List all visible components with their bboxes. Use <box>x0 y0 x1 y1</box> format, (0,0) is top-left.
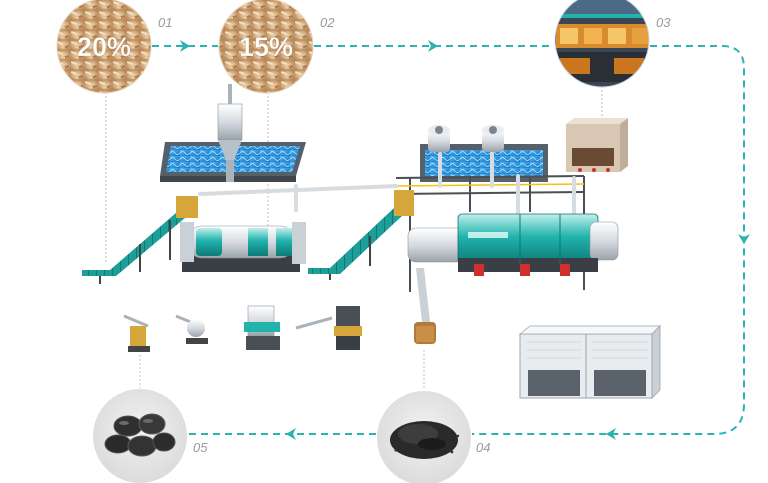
flow-arrowhead <box>180 40 190 52</box>
wood-chips-photo <box>57 0 151 93</box>
briquette-line <box>123 305 362 352</box>
furnace-interior-photo <box>555 0 649 87</box>
discharge-conveyor <box>414 268 436 344</box>
flow-arrows <box>152 40 750 440</box>
step-03-number: 03 <box>656 15 671 30</box>
flow-arrowhead <box>428 40 438 52</box>
feeding-conveyor <box>82 196 198 284</box>
plant-illustration <box>82 84 661 399</box>
flow-arrowhead <box>606 428 616 440</box>
feeding-conveyor <box>308 190 414 280</box>
container-house <box>518 325 661 399</box>
step-05: 05 <box>93 389 208 483</box>
charcoal-powder-photo <box>390 421 460 459</box>
step-01: 20% 01 <box>56 0 172 94</box>
charcoal-briquettes-photo <box>104 413 176 457</box>
step-02-number: 02 <box>320 15 335 30</box>
step-01-number: 01 <box>158 15 172 30</box>
pipes <box>198 152 576 216</box>
step-04: 04 <box>377 391 490 483</box>
control-cabinet <box>566 118 628 172</box>
step-05-number: 05 <box>193 440 208 455</box>
step-01-label: 20% <box>77 32 131 62</box>
step-04-number: 04 <box>476 440 490 455</box>
carbonization-furnace <box>407 213 619 276</box>
flow-arrowhead <box>286 428 296 440</box>
condenser <box>420 125 548 182</box>
step-02: 15% 02 <box>218 0 335 94</box>
cyclone-separator <box>217 84 243 182</box>
wood-chips-photo <box>219 0 313 93</box>
rotary-dryer <box>180 222 306 272</box>
flow-arrowhead <box>738 234 750 244</box>
step-02-label: 15% <box>239 32 293 62</box>
